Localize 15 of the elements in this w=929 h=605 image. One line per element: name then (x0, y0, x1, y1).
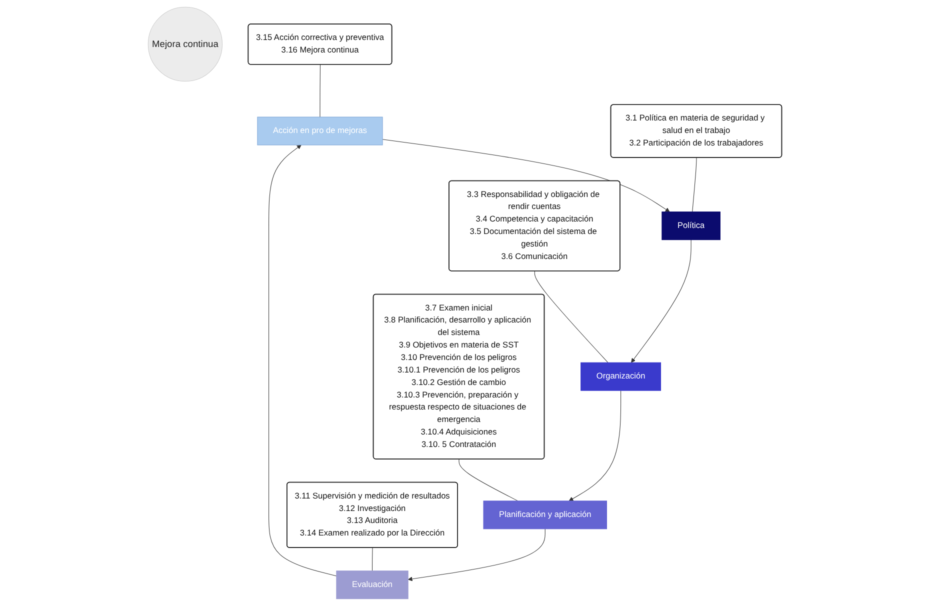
arrow (568, 390, 621, 501)
node-box: Política (661, 211, 720, 240)
connector (534, 270, 608, 362)
node-box: Planificación y aplicación (482, 500, 607, 529)
arrow (268, 144, 336, 576)
arrow (630, 239, 691, 362)
node-box: Organización (580, 362, 661, 390)
node-circle: Mejora continua (147, 6, 222, 82)
arrow (382, 138, 670, 212)
arrow (407, 528, 545, 581)
node-box: Acción en pro de mejoras (256, 116, 382, 145)
connector (692, 156, 696, 212)
node-box: Evaluación (336, 570, 408, 599)
connector (319, 64, 320, 117)
connector (458, 458, 518, 501)
